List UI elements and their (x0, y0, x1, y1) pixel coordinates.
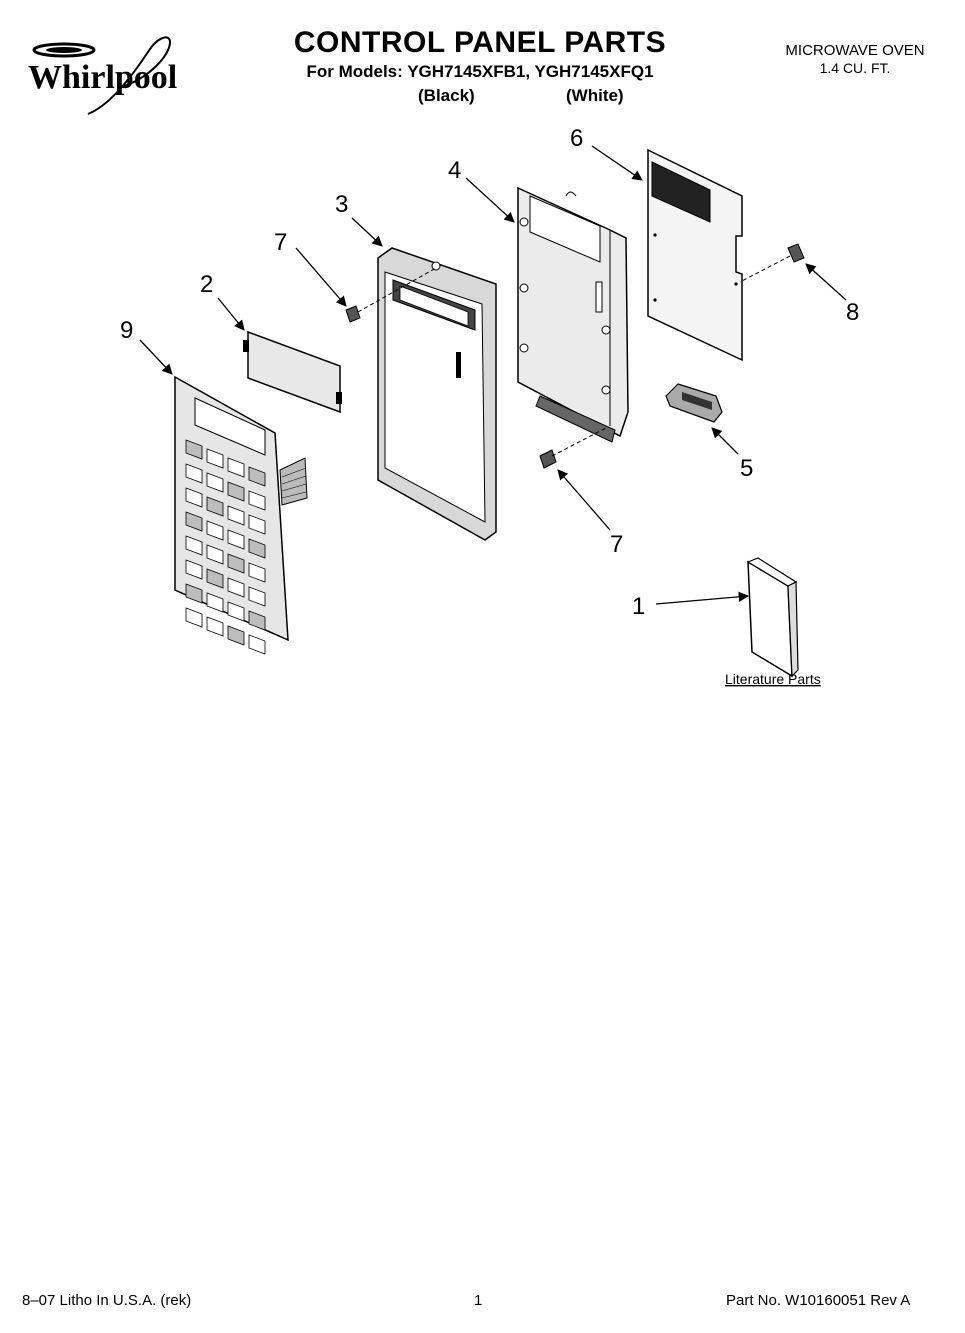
keypad-keys (185, 439, 266, 655)
variant-white-label: (White) (566, 86, 624, 105)
keypad-key (185, 535, 203, 556)
footer-page-number: 1 (474, 1292, 483, 1309)
part-screw-7-upper (345, 267, 437, 323)
footer-part-number: Part No. W10160051 Rev A (726, 1292, 911, 1309)
keypad-key (248, 538, 266, 559)
keypad-key (227, 457, 245, 478)
keypad-key (248, 562, 266, 583)
keypad-key (248, 634, 266, 655)
keypad-key (185, 487, 203, 508)
logo-wordmark: Whirlpool (28, 59, 177, 96)
part-literature-booklet (746, 557, 799, 678)
keypad-key (248, 586, 266, 607)
product-name: MICROWAVE OVEN (785, 42, 925, 59)
keypad-key (248, 610, 266, 631)
keypad-key (206, 448, 224, 469)
part-control-bracket (517, 186, 629, 443)
callout-3: 3 (335, 191, 348, 218)
keypad-key (248, 466, 266, 487)
keypad-key (185, 583, 203, 604)
keypad-key (206, 472, 224, 493)
callout-1: 1 (632, 593, 645, 620)
keypad-key (206, 616, 224, 637)
part-latch (665, 383, 723, 423)
part-screw-7-lower (539, 427, 607, 469)
keypad-key (185, 439, 203, 460)
literature-parts-label: Literature Parts (725, 671, 821, 687)
keypad-key (206, 520, 224, 541)
models-line: For Models: YGH7145XFB1, YGH7145XFQ1 (306, 62, 654, 81)
part-electronic-control-board (647, 148, 743, 362)
callout-5: 5 (740, 455, 753, 482)
keypad-key (227, 553, 245, 574)
exploded-parts-diagram: 9 2 7 3 4 6 8 5 7 1 Literature Parts (120, 125, 859, 687)
keypad-key (227, 577, 245, 598)
callout-6: 6 (570, 125, 583, 152)
callout-2: 2 (200, 271, 213, 298)
keypad-key (206, 544, 224, 565)
callout-7-lower: 7 (610, 531, 623, 558)
keypad-key (227, 601, 245, 622)
part-keypad-overlay (174, 375, 308, 655)
keypad-key (227, 625, 245, 646)
keypad-key (185, 511, 203, 532)
page-title: CONTROL PANEL PARTS (293, 26, 667, 59)
callout-7-upper: 7 (274, 229, 287, 256)
callout-4: 4 (448, 157, 461, 184)
keypad-key (206, 592, 224, 613)
keypad-ribbon-cable (279, 457, 308, 506)
callout-8: 8 (846, 299, 859, 326)
leader-lines (139, 145, 847, 605)
keypad-key (227, 529, 245, 550)
keypad-key (185, 559, 203, 580)
keypad-key (185, 463, 203, 484)
keypad-key (206, 496, 224, 517)
footer-litho: 8–07 Litho In U.S.A. (rek) (22, 1292, 192, 1309)
keypad-key (248, 514, 266, 535)
variant-black-label: (Black) (418, 86, 475, 105)
keypad-key (248, 490, 266, 511)
keypad-key (227, 481, 245, 502)
whirlpool-logo: Whirlpool (28, 32, 200, 124)
part-display-window (243, 330, 342, 414)
callout-9: 9 (120, 317, 133, 344)
whirlpool-swirl-icon: Whirlpool (28, 36, 177, 115)
product-capacity: 1.4 CU. FT. (819, 60, 891, 76)
keypad-key (206, 568, 224, 589)
keypad-key (227, 505, 245, 526)
part-control-panel-frame (377, 247, 497, 541)
keypad-key (185, 607, 203, 628)
part-screw-8 (739, 243, 805, 283)
